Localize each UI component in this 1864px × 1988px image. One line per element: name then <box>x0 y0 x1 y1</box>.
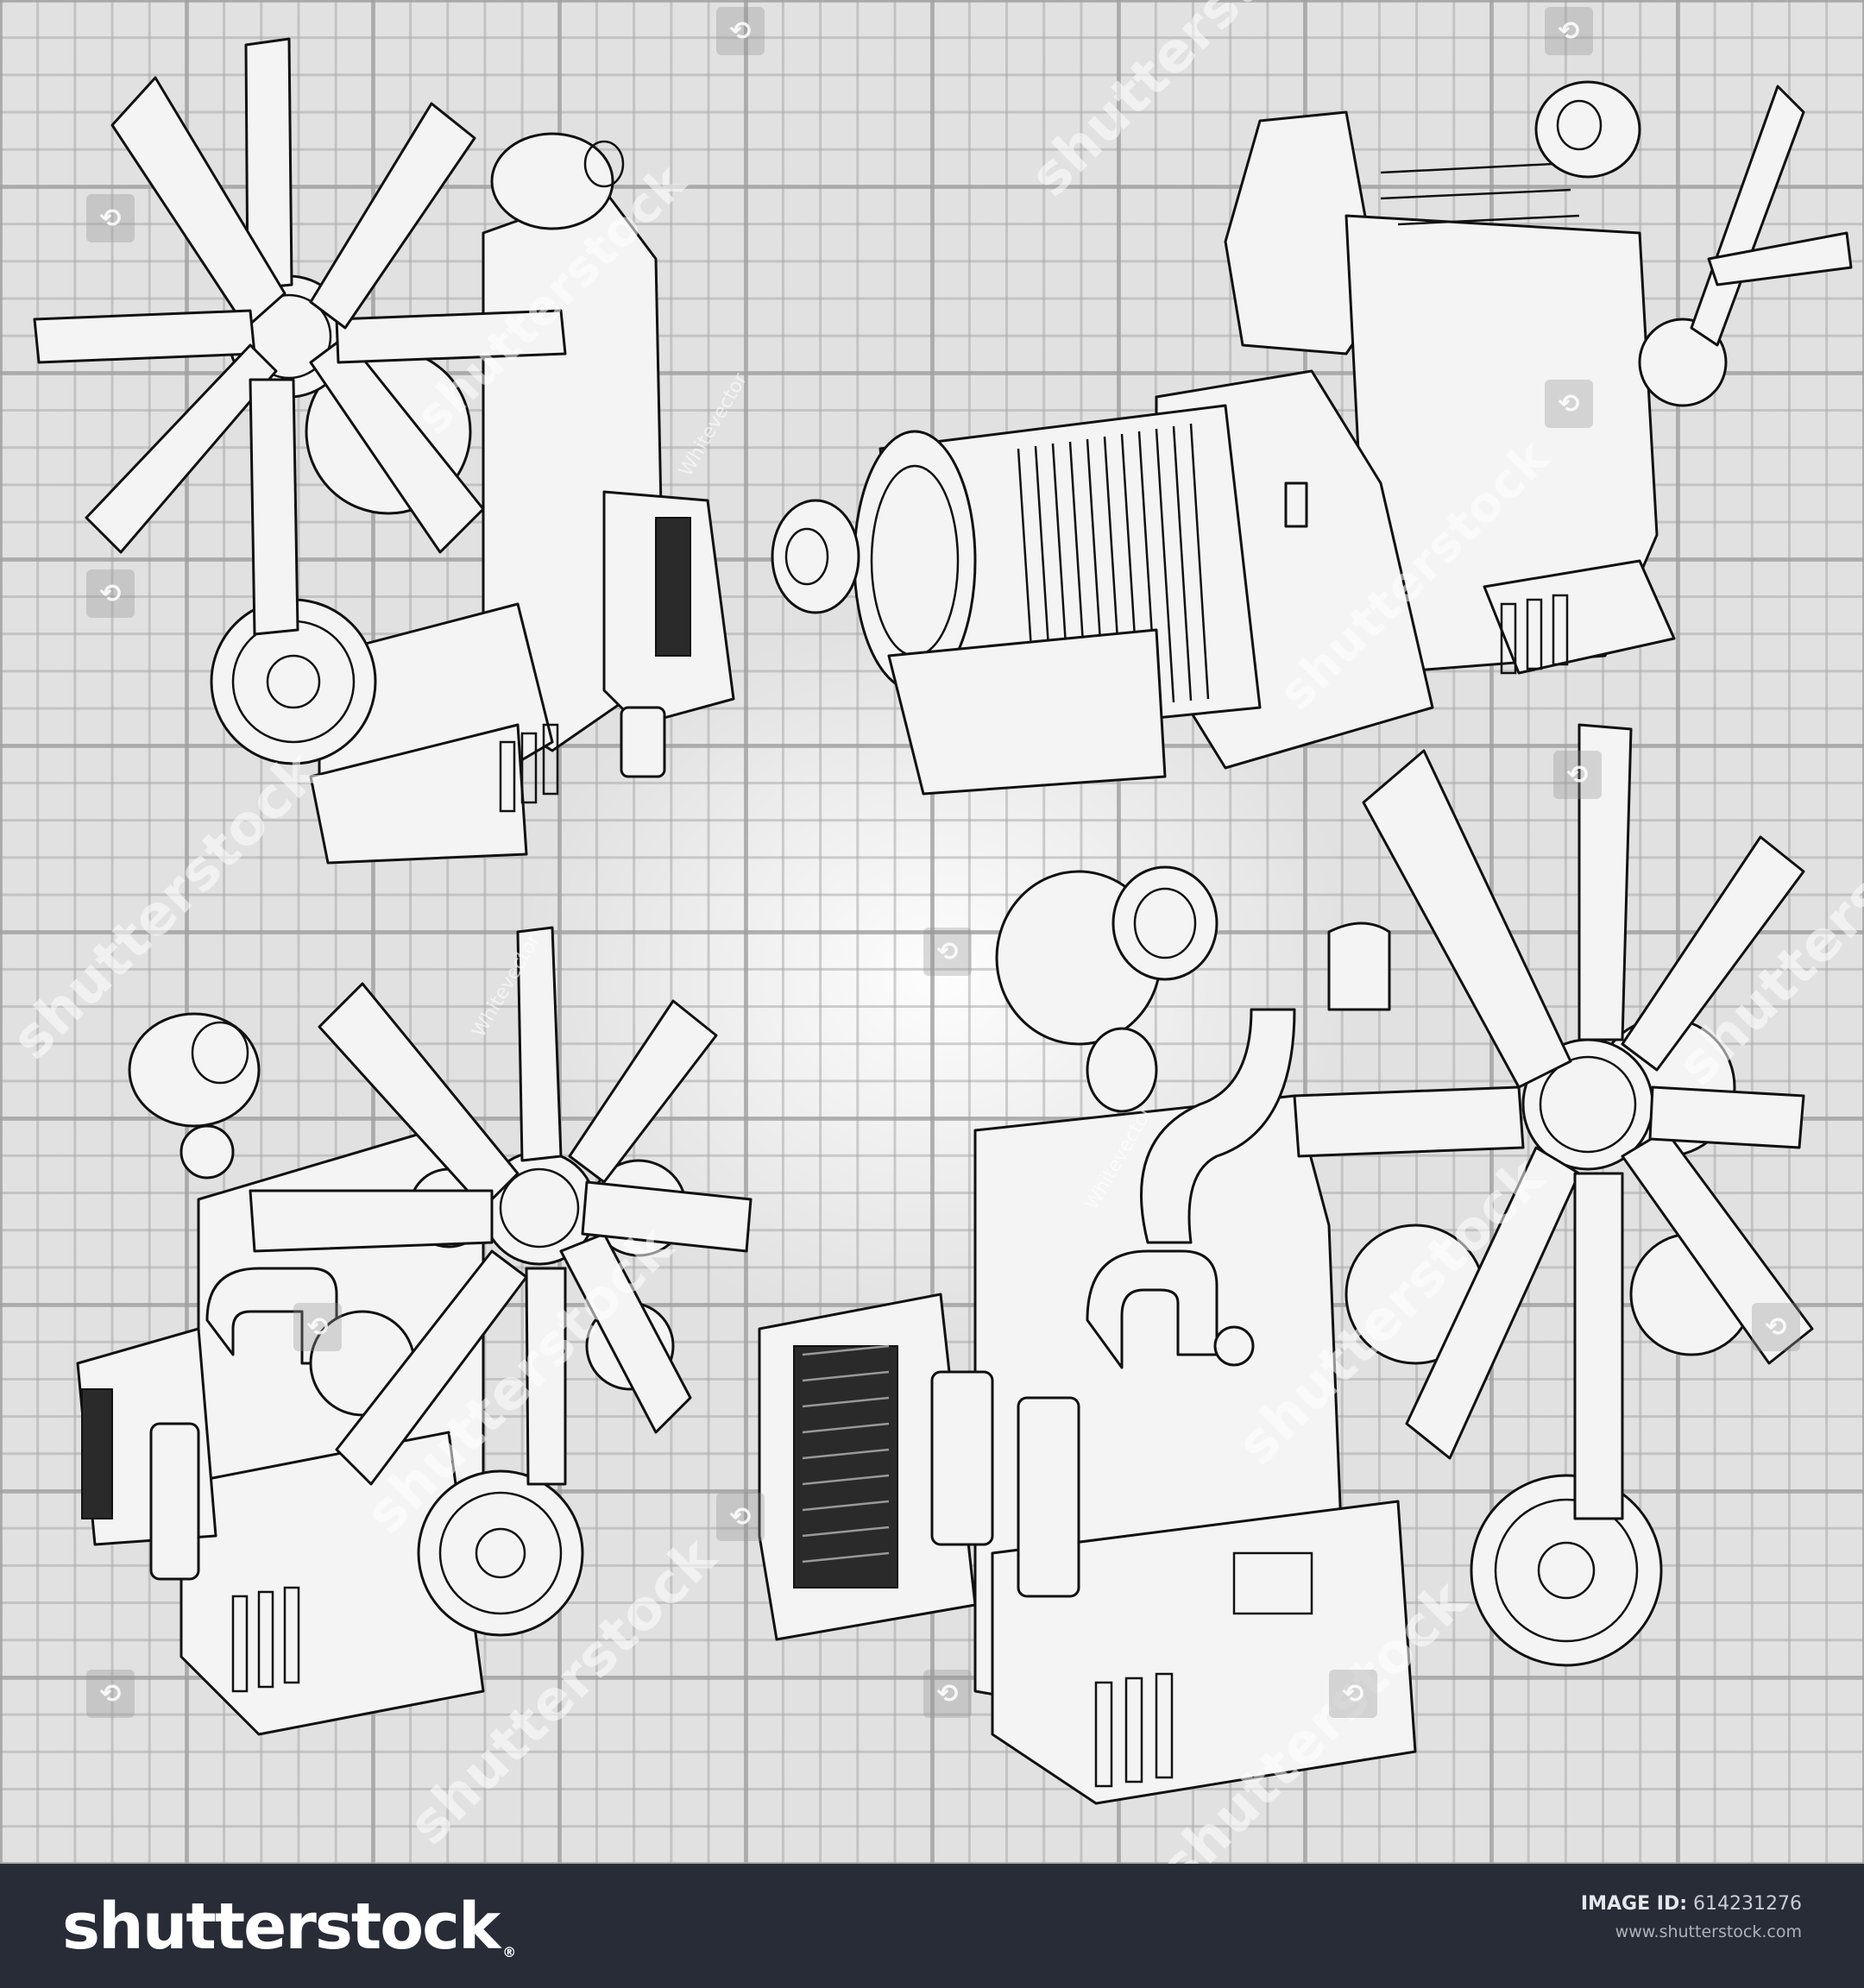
engine-bottom-right <box>758 723 1814 1805</box>
watermark-badge-icon: ⟲ <box>1752 1303 1800 1351</box>
image-id-label: IMAGE ID: <box>1580 1893 1688 1915</box>
shutterstock-logo[interactable]: shutterstock® <box>62 1879 516 1974</box>
image-id-value: 614231276 <box>1693 1893 1802 1915</box>
engine-bottom-left <box>76 926 753 1736</box>
logo-text: shutterstock <box>62 1890 501 1964</box>
watermark-badge-icon: ⟲ <box>1553 751 1602 799</box>
footer-bar: shutterstock® IMAGE ID: 614231276 www.sh… <box>0 1864 1864 1988</box>
watermark-badge-icon: ⟲ <box>293 1303 342 1351</box>
image-meta: IMAGE ID: 614231276 www.shutterstock.com <box>1581 1891 1802 1947</box>
watermark-badge-icon: ⟲ <box>1545 7 1593 55</box>
watermark-badge-icon: ⟲ <box>86 194 135 242</box>
engine-top-left <box>33 37 735 865</box>
illustration-canvas: shutterstock shutterstock shutterstock s… <box>0 0 1864 1864</box>
watermark-badge-icon: ⟲ <box>716 1493 765 1541</box>
site-url[interactable]: www.shutterstock.com <box>1615 1922 1802 1941</box>
watermark-badge-icon: ⟲ <box>1329 1670 1377 1718</box>
watermark-badge-icon: ⟲ <box>923 1670 972 1718</box>
engine-drawings <box>33 37 1853 1805</box>
engine-top-right <box>771 80 1853 796</box>
watermark-badge-icon: ⟲ <box>1545 380 1593 428</box>
watermark-badge-icon: ⟲ <box>86 1670 135 1718</box>
watermark-badge-icon: ⟲ <box>923 928 972 976</box>
watermark-badge-icon: ⟲ <box>716 7 765 55</box>
image-id: IMAGE ID: 614231276 <box>1581 1891 1802 1917</box>
registered-mark: ® <box>502 1944 516 1960</box>
watermark-badge-icon: ⟲ <box>86 569 135 618</box>
